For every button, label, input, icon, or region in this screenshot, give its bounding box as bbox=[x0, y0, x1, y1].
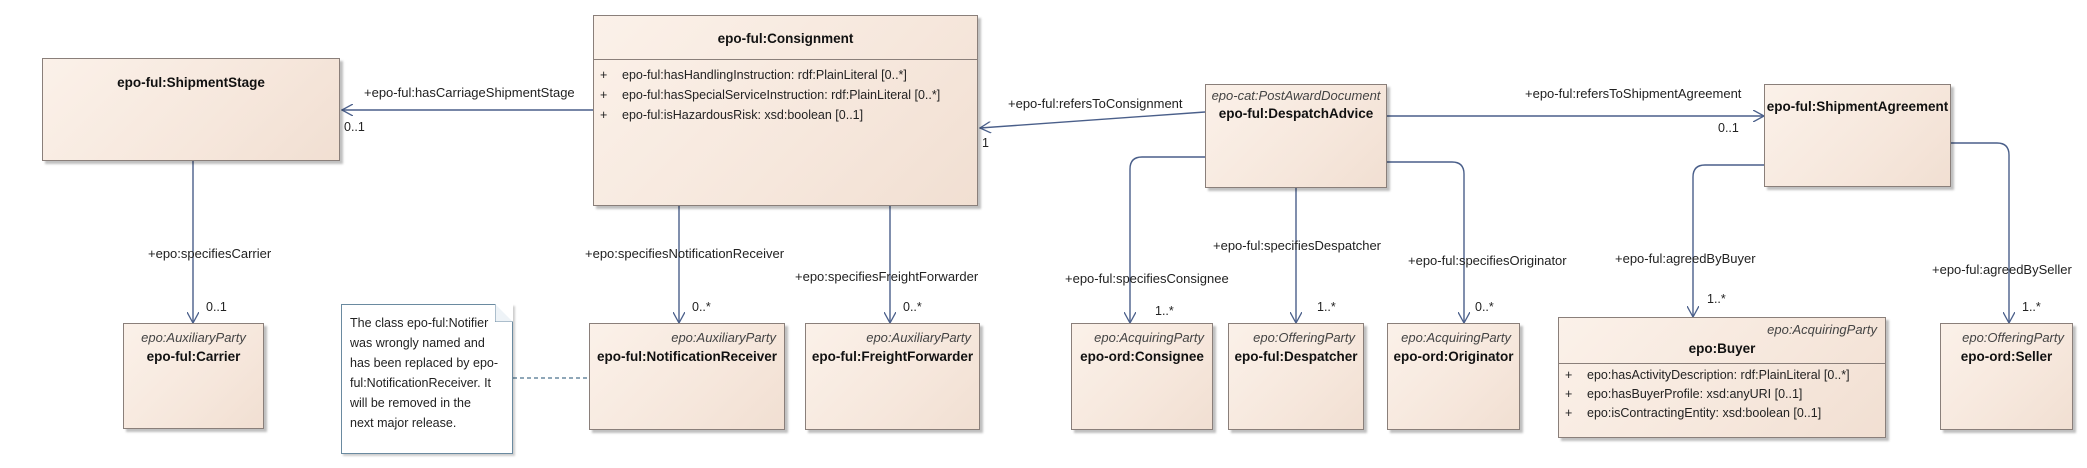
note-line: will be removed in the bbox=[350, 396, 471, 410]
class-originator[interactable]: epo:AcquiringParty epo-ord:Originator bbox=[1387, 323, 1520, 430]
class-notification-receiver[interactable]: epo:AuxiliaryParty epo-ful:NotificationR… bbox=[589, 323, 785, 430]
class-stereotype: epo:AuxiliaryParty bbox=[141, 330, 246, 345]
mult-specifies-despatcher: 1..* bbox=[1317, 300, 1336, 314]
class-despatcher[interactable]: epo:OfferingParty epo-ful:Despatcher bbox=[1228, 323, 1364, 430]
attribute-compartment: +epo:hasActivityDescription: rdf:PlainLi… bbox=[1559, 363, 1885, 428]
attribute-row: +epo:isContractingEntity: xsd:boolean [0… bbox=[1565, 406, 1822, 420]
class-name: epo-ful:Consignment bbox=[717, 31, 854, 46]
attribute-row: +epo-ful:hasSpecialServiceInstruction: r… bbox=[600, 88, 941, 102]
class-name: epo-ful:ShipmentStage bbox=[117, 75, 265, 90]
mult-agreed-by-seller: 1..* bbox=[2022, 300, 2041, 314]
label-agreed-by-seller: +epo-ful:agreedBySeller bbox=[1932, 262, 2072, 277]
label-specifies-despatcher: +epo-ful:specifiesDespatcher bbox=[1213, 238, 1382, 253]
edge-specifies-consignee bbox=[1130, 156, 1205, 323]
note-line: was wrongly named and bbox=[350, 336, 485, 350]
class-stereotype: epo-cat:PostAwardDocument bbox=[1211, 88, 1381, 103]
class-stereotype: epo:OfferingParty bbox=[1962, 330, 2064, 345]
note-line: The class epo-ful:Notifier bbox=[350, 316, 489, 330]
note-line: next major release. bbox=[350, 416, 457, 430]
attribute-row: +epo-ful:isHazardousRisk: xsd:boolean [0… bbox=[600, 108, 864, 122]
class-buyer[interactable]: epo:AcquiringParty epo:Buyer +epo:hasAct… bbox=[1558, 317, 1886, 438]
class-name: epo-ord:Consignee bbox=[1080, 349, 1204, 364]
label-refers-to-shipment-agreement: +epo-ful:refersToShipmentAgreement bbox=[1525, 86, 1742, 101]
deprecation-note[interactable]: The class epo-ful:Notifier was wrongly n… bbox=[341, 304, 513, 454]
edge-agreed-by-buyer bbox=[1693, 164, 1764, 317]
class-shipment-stage[interactable]: epo-ful:ShipmentStage bbox=[42, 58, 340, 161]
label-specifies-consignee: +epo-ful:specifiesConsignee bbox=[1065, 271, 1229, 286]
label-specifies-freight-forwarder: +epo:specifiesFreightForwarder bbox=[795, 269, 979, 284]
mult-refers-to-shipment-agreement: 0..1 bbox=[1718, 121, 1739, 135]
class-name: epo:Buyer bbox=[1688, 341, 1756, 356]
class-stereotype: epo:OfferingParty bbox=[1253, 330, 1355, 345]
class-carrier[interactable]: epo:AuxiliaryParty epo-ful:Carrier bbox=[123, 323, 264, 429]
class-stereotype: epo:AcquiringParty bbox=[1401, 330, 1511, 345]
mult-refers-to-consignment: 1 bbox=[982, 136, 989, 150]
class-shipment-agreement[interactable]: epo-ful:ShipmentAgreement bbox=[1764, 84, 1951, 187]
label-refers-to-consignment: +epo-ful:refersToConsignment bbox=[1008, 96, 1183, 111]
edge-agreed-by-seller bbox=[1951, 142, 2009, 323]
attribute-compartment: +epo-ful:hasHandlingInstruction: rdf:Pla… bbox=[594, 59, 977, 130]
class-name: epo-ful:Despatcher bbox=[1234, 349, 1358, 364]
mult-specifies-notification-receiver: 0..* bbox=[692, 300, 711, 314]
mult-has-carriage-shipment-stage: 0..1 bbox=[344, 120, 365, 134]
edge-specifies-originator bbox=[1387, 161, 1464, 323]
class-stereotype: epo:AuxiliaryParty bbox=[866, 330, 971, 345]
note-line: ful:NotificationReceiver. It bbox=[350, 376, 492, 390]
label-has-carriage-shipment-stage: +epo-ful:hasCarriageShipmentStage bbox=[364, 85, 575, 100]
mult-specifies-carrier: 0..1 bbox=[206, 300, 227, 314]
class-name: epo-ful:FreightForwarder bbox=[811, 349, 974, 364]
class-name: epo-ful:Carrier bbox=[146, 349, 241, 364]
label-specifies-notification-receiver: +epo:specifiesNotificationReceiver bbox=[585, 246, 785, 261]
label-agreed-by-buyer: +epo-ful:agreedByBuyer bbox=[1615, 251, 1756, 266]
class-name: epo-ful:ShipmentAgreement bbox=[1766, 99, 1949, 114]
mult-specifies-consignee: 1..* bbox=[1155, 304, 1174, 318]
note-fold-icon bbox=[495, 304, 513, 322]
class-stereotype: epo:AcquiringParty bbox=[1094, 330, 1204, 345]
class-name: epo-ord:Originator bbox=[1393, 349, 1514, 364]
mult-agreed-by-buyer: 1..* bbox=[1707, 292, 1726, 306]
label-specifies-originator: +epo-ful:specifiesOriginator bbox=[1408, 253, 1567, 268]
class-seller[interactable]: epo:OfferingParty epo-ord:Seller bbox=[1940, 323, 2073, 430]
class-despatch-advice[interactable]: epo-cat:PostAwardDocument epo-ful:Despat… bbox=[1205, 84, 1387, 188]
class-stereotype: epo:AcquiringParty bbox=[1767, 322, 1877, 337]
attribute-row: +epo:hasBuyerProfile: xsd:anyURI [0..1] bbox=[1565, 387, 1803, 401]
label-specifies-carrier: +epo:specifiesCarrier bbox=[148, 246, 272, 261]
edge-refers-to-consignment bbox=[980, 111, 1206, 128]
class-consignment[interactable]: epo-ful:Consignment +epo-ful:hasHandling… bbox=[593, 15, 978, 206]
attribute-row: +epo:hasActivityDescription: rdf:PlainLi… bbox=[1565, 368, 1850, 382]
class-freight-forwarder[interactable]: epo:AuxiliaryParty epo-ful:FreightForwar… bbox=[805, 323, 980, 430]
note-line: has been replaced by epo- bbox=[350, 356, 499, 370]
mult-specifies-originator: 0..* bbox=[1475, 300, 1494, 314]
mult-specifies-freight-forwarder: 0..* bbox=[903, 300, 922, 314]
class-name: epo-ful:NotificationReceiver bbox=[596, 349, 778, 364]
attribute-row: +epo-ful:hasHandlingInstruction: rdf:Pla… bbox=[600, 68, 907, 82]
class-consignee[interactable]: epo:AcquiringParty epo-ord:Consignee bbox=[1071, 323, 1213, 430]
class-stereotype: epo:AuxiliaryParty bbox=[671, 330, 776, 345]
class-name: epo-ord:Seller bbox=[1960, 349, 2053, 364]
class-name: epo-ful:DespatchAdvice bbox=[1218, 106, 1374, 121]
